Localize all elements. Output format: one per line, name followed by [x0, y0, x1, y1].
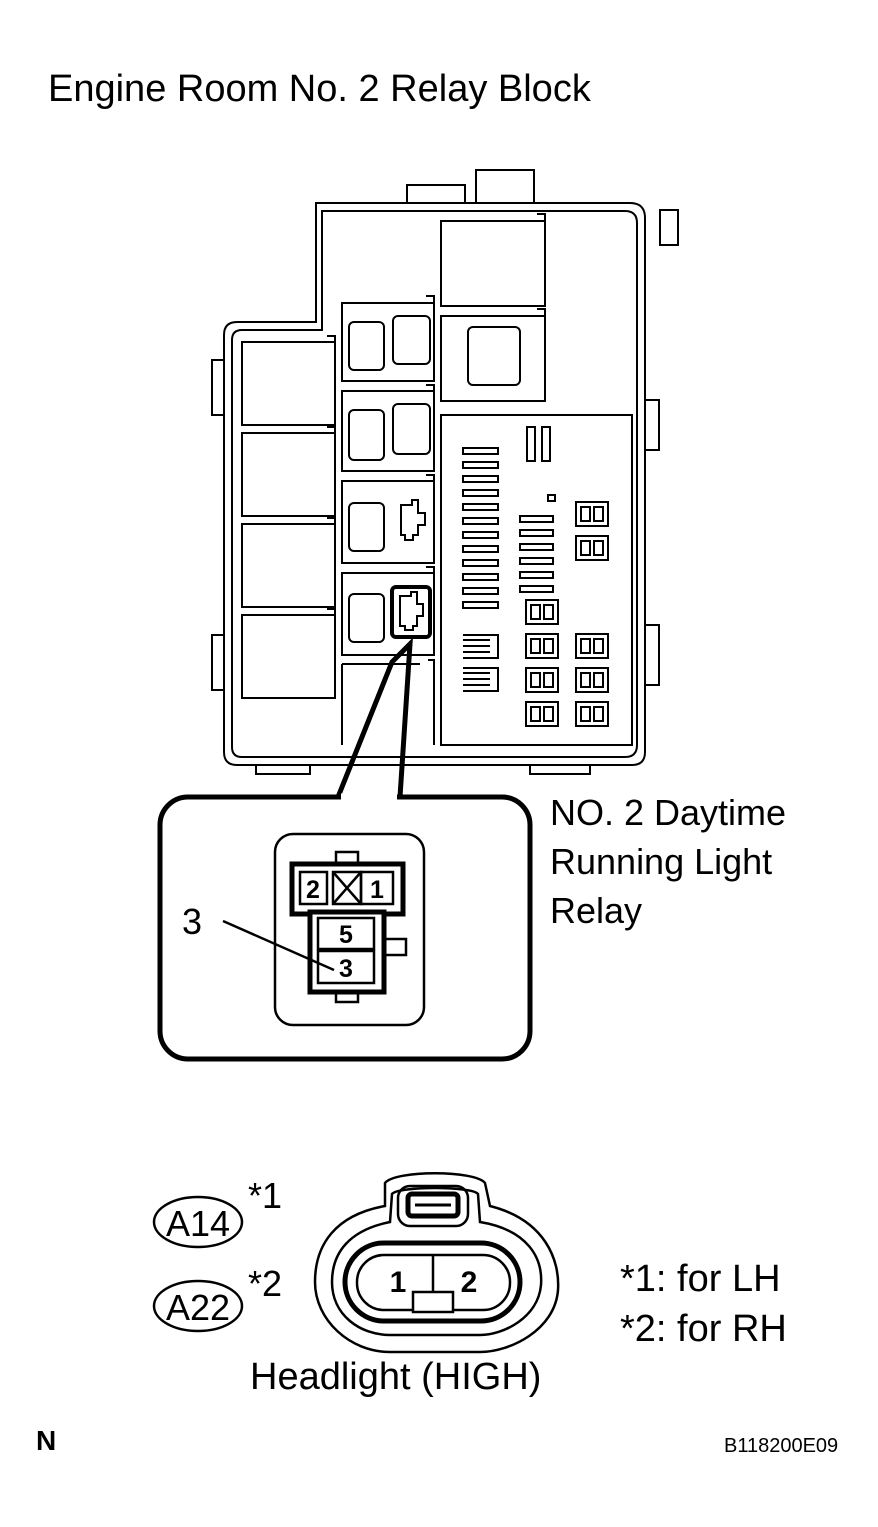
figure-id: B118200E09	[724, 1435, 839, 1457]
relay-pin-5: 5	[339, 921, 353, 949]
callout-pin-label: 3	[182, 901, 203, 942]
relay-pin-1: 1	[370, 876, 384, 904]
fuse-area	[440, 414, 633, 746]
headlight-pin-1: 1	[390, 1266, 407, 1299]
connector-code-oval-a22	[152, 1279, 244, 1333]
connector-code-oval-a14	[152, 1195, 244, 1249]
right-relay-slots	[440, 213, 546, 402]
relay-label-line-1: NO. 2 Daytime	[550, 792, 787, 833]
relay-label-line-2: Running Light	[550, 841, 773, 882]
left-relay-slots	[241, 335, 336, 699]
relay-pin-3: 3	[339, 955, 353, 983]
diagram-title: Engine Room No. 2 Relay Block	[48, 68, 591, 110]
connector-code-a14: A14	[166, 1203, 230, 1244]
headlight-pin-2: 2	[461, 1266, 478, 1299]
north-mark: N	[36, 1425, 57, 1456]
connector-code-mark-2: *2	[248, 1263, 283, 1304]
relay-connector-face	[222, 832, 426, 1027]
middle-relay-slots	[341, 295, 435, 745]
relay-pin-2: 2	[306, 876, 320, 904]
headlight-caption: Headlight (HIGH)	[250, 1356, 542, 1398]
relay-label-line-3: Relay	[550, 890, 643, 931]
headlight-connector	[313, 1172, 560, 1354]
relay-label: NO. 2 Daytime Running Light Relay	[550, 788, 786, 935]
connector-code-mark-1: *1	[248, 1175, 283, 1216]
connector-code-a22: A22	[166, 1287, 230, 1328]
note-rh: *2: for RH	[620, 1308, 787, 1350]
note-lh: *1: for LH	[620, 1258, 781, 1300]
